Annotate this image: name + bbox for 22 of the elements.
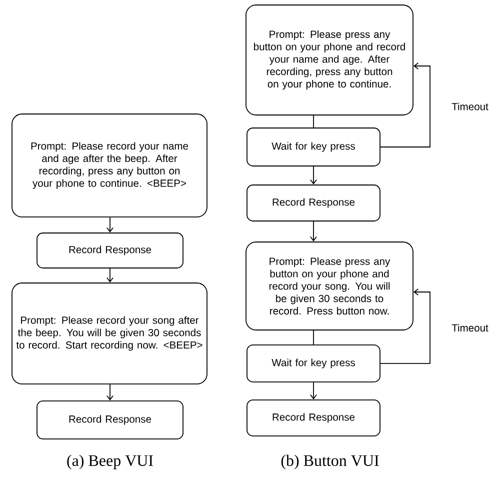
prompt-box: Prompt: Please press any button on your phone and record your song. You will be given 30 seconds to record. Press button now. — [246, 242, 414, 330]
arrow — [310, 166, 317, 185]
process-box: Record Response — [246, 400, 380, 436]
arrow — [380, 288, 430, 364]
arrow — [106, 384, 114, 401]
arrow — [380, 62, 430, 148]
caption: (b) Button VUI — [281, 454, 379, 470]
process-box: Record Response — [36, 232, 184, 268]
edge-label: Timeout — [450, 102, 490, 112]
edge-label: Timeout — [450, 323, 490, 333]
prompt-box: Prompt: Please record your song after the beep. You will be given 30 seconds to record. Start recording now. <BEEP> — [12, 282, 208, 384]
arrow — [310, 220, 317, 242]
process-box: Record Response — [36, 400, 184, 440]
caption: (a) Beep VUI — [67, 454, 153, 470]
process-box: Wait for key press — [246, 128, 380, 166]
arrow — [106, 268, 114, 283]
arrow — [310, 382, 317, 400]
arrow — [106, 217, 114, 233]
process-box: Wait for key press — [246, 344, 380, 382]
prompt-box: Prompt: Please press any button on your phone and record your name and age. After recording, press any button on your phone to continue. — [246, 4, 414, 116]
prompt-box: Prompt: Please record your name and age after the beep. After recording, press any button on your phone to continue. <BEEP> — [12, 114, 208, 218]
process-box: Record Response — [246, 184, 380, 222]
